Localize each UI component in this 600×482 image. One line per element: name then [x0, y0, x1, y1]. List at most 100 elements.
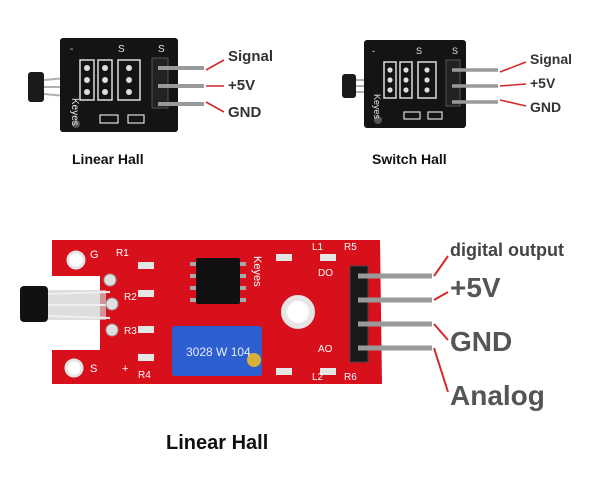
solder-pad — [84, 65, 90, 71]
caption-linear-hall: Linear Hall — [72, 151, 144, 167]
caption-switch-hall: Switch Hall — [372, 151, 447, 167]
solder-pad — [387, 77, 393, 83]
silk-r3: R3 — [124, 326, 137, 337]
silk-minus: - — [70, 44, 73, 55]
board-brand: Keyes — [69, 98, 80, 126]
silk-l1: L1 — [312, 242, 324, 253]
silk-r5: R5 — [344, 242, 357, 253]
arrow — [433, 291, 449, 301]
arrow — [205, 59, 225, 71]
solder-pad — [387, 87, 393, 93]
mount-hole — [66, 250, 86, 270]
silk-minus: - — [372, 46, 375, 56]
ic-leg — [240, 286, 246, 290]
pin-header — [349, 265, 369, 363]
arrow — [499, 83, 527, 87]
pin-label-5v: +5V — [530, 75, 556, 91]
solder-pad — [424, 87, 430, 93]
arrow — [433, 255, 449, 277]
module-switch-hall: Keyes - S S — [342, 40, 527, 128]
ic-chip — [196, 258, 240, 304]
pad-outline — [79, 59, 95, 101]
pad-outline — [383, 61, 397, 99]
mount-hole — [374, 116, 382, 124]
solder-pad — [102, 65, 108, 71]
solder-pad — [105, 323, 119, 337]
solder-pad — [103, 273, 117, 287]
board-brand: Keyes — [372, 94, 382, 120]
pin-label-gnd: GND — [450, 326, 513, 357]
solder-pad — [84, 89, 90, 95]
smd-outline — [99, 114, 119, 124]
smd-outline — [403, 111, 421, 120]
silk-s: S — [158, 44, 165, 55]
pcb-board — [52, 240, 382, 384]
pad-outline — [399, 61, 413, 99]
smd-outline — [427, 111, 443, 120]
arrow — [433, 323, 449, 341]
pcb-board — [60, 38, 178, 132]
pin-label-digital-output: digital output — [450, 240, 564, 260]
pin-header — [445, 59, 461, 107]
pin-label-5v: +5V — [450, 272, 501, 303]
pad-outline — [97, 59, 113, 101]
mount-hole — [281, 295, 315, 329]
silk-plus: + — [122, 363, 128, 375]
pot-label: 3028 W 104 — [186, 345, 251, 359]
hall-sensor-body — [28, 72, 44, 102]
pin-label-signal: Signal — [228, 48, 274, 65]
ic-leg — [240, 298, 246, 302]
silk-r2: R2 — [124, 292, 137, 303]
silk-do: DO — [318, 268, 333, 279]
sensor-lead — [47, 315, 111, 319]
ic-leg — [190, 274, 196, 278]
pin-label-analog: Analog — [450, 380, 545, 411]
solder-pad — [387, 67, 393, 73]
silk-l2: L2 — [312, 372, 324, 383]
ic-leg — [240, 262, 246, 266]
silk-s: S — [118, 44, 125, 55]
module-linear-hall-large: 3028 W 104 G R1 R2 R3 R4 R5 R6 L1 L2 DO … — [20, 240, 449, 393]
silk-s: S — [416, 46, 422, 56]
hall-sensor-body — [20, 286, 48, 322]
solder-pad — [102, 77, 108, 83]
mount-hole — [72, 120, 80, 128]
solder-pad — [84, 77, 90, 83]
arrow — [433, 347, 449, 393]
solder-pad — [126, 65, 132, 71]
smd-component — [320, 368, 336, 375]
arrow — [499, 99, 527, 107]
solder-pad — [102, 89, 108, 95]
solder-pad — [403, 67, 409, 73]
pot-screw — [247, 353, 261, 367]
solder-pad — [105, 297, 119, 311]
solder-pad — [424, 67, 430, 73]
ic-leg — [190, 286, 196, 290]
smd-component — [276, 368, 292, 375]
solder-pad — [403, 87, 409, 93]
smd-component — [138, 326, 154, 333]
solder-pad — [403, 77, 409, 83]
pad-outline — [417, 61, 437, 99]
pad-outline — [117, 59, 141, 101]
pin-header — [151, 57, 169, 109]
solder-pad — [424, 77, 430, 83]
potentiometer — [172, 326, 262, 376]
smd-component — [320, 254, 336, 261]
smd-outline — [127, 114, 145, 124]
smd-component — [138, 290, 154, 297]
module-linear-hall-small: Keyes - S S — [28, 38, 225, 132]
silk-g: G — [90, 249, 99, 261]
silk-s: S — [90, 363, 97, 375]
solder-pad — [126, 77, 132, 83]
smd-component — [138, 262, 154, 269]
silk-s: S — [452, 46, 458, 56]
smd-component — [276, 254, 292, 261]
solder-pad — [126, 89, 132, 95]
smd-component — [138, 354, 154, 361]
pin-label-5v: +5V — [228, 77, 256, 94]
arrow — [499, 61, 527, 73]
sensor-lead — [47, 291, 111, 295]
board-brand: Keyes — [251, 256, 263, 287]
